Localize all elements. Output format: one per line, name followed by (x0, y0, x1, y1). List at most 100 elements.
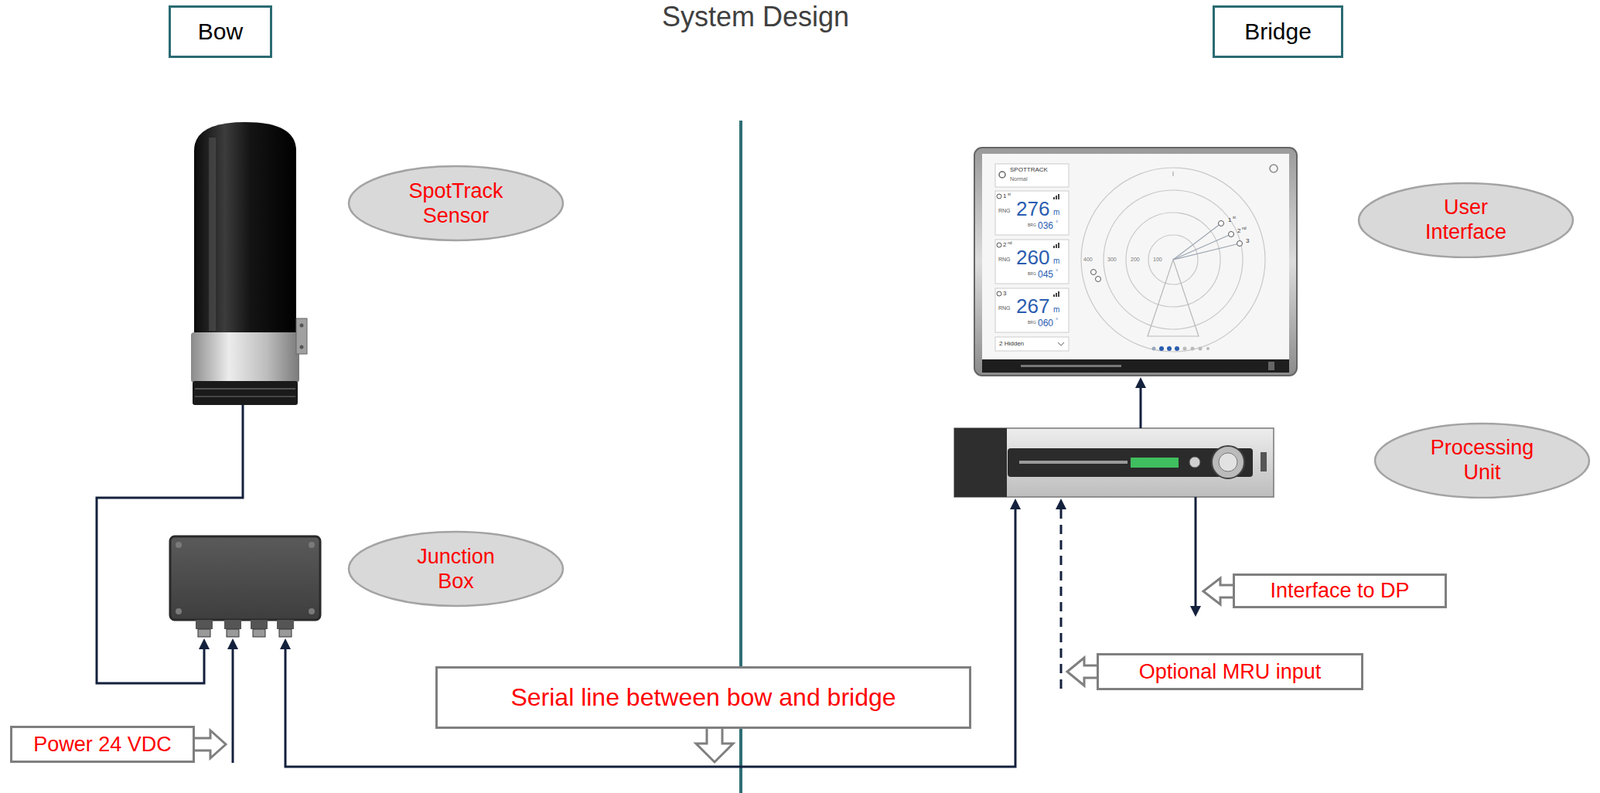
user-interface-illustration (1166, 346, 1172, 352)
ellipse-outline (347, 530, 565, 608)
screen-label: 260 (1016, 247, 1050, 268)
user-interface-illustration (999, 171, 1006, 178)
component-label: Power 24 VDC (33, 732, 172, 758)
wiring (1194, 497, 1198, 608)
sensor-illustration (191, 122, 308, 406)
sensor-illustration (300, 324, 304, 328)
node-text-group: Optional MRU input (1139, 659, 1322, 685)
junction-box-illustration (308, 542, 315, 549)
processing-unit-illustration (954, 428, 1007, 498)
junction-box-illustration (308, 608, 315, 615)
user-interface-illustration (1057, 291, 1060, 297)
node-text-group: Junction Box (398, 544, 515, 595)
sensor-illustration (300, 345, 304, 350)
arrowheads (1009, 498, 1021, 510)
user-interface-illustration (1091, 269, 1097, 276)
user-interface-illustration (996, 194, 1002, 199)
screen-label: 200 (1130, 256, 1140, 263)
screen-label: 100 (1153, 256, 1163, 263)
processing-unit-illustration (1218, 453, 1238, 472)
screen-label: ° (1055, 269, 1058, 276)
screen-label: BRG (1027, 223, 1037, 228)
screen-label: m (1053, 257, 1060, 266)
component-label: Processing Unit (1424, 435, 1541, 486)
wiring (96, 386, 1196, 768)
callout-pointers (1203, 578, 1235, 605)
user-interface-illustration (1159, 346, 1164, 352)
user-interface-illustration (1174, 346, 1180, 352)
node-text-group: Power 24 VDC (33, 732, 172, 758)
component-label: Interface to DP (1269, 578, 1409, 604)
user-interface-illustration (1057, 194, 1060, 200)
screen-label: m (1053, 306, 1060, 314)
user-interface-illustration (974, 147, 1297, 376)
user-interface-illustration (996, 242, 1002, 248)
screen-label: st (1007, 192, 1011, 197)
screen-label: ° (1055, 220, 1058, 227)
user-interface-illustration (982, 153, 1290, 360)
screen-label: 2 (1237, 228, 1241, 235)
junction-box-illustration (224, 620, 242, 630)
screen-label: 276 (1016, 198, 1050, 219)
screen-label: 3 (1002, 290, 1007, 297)
screen-label: RNG (998, 305, 1011, 311)
wiring (96, 405, 243, 684)
user-interface-illustration (1053, 194, 1060, 297)
user-interface-illustration (1173, 171, 1174, 177)
arrowheads (1055, 498, 1067, 510)
screen-label: st (1232, 215, 1236, 220)
sensor-illustration (192, 381, 298, 406)
sensor-illustration (296, 318, 308, 355)
user-interface-illustration (995, 163, 1069, 188)
component-label: User Interface (1408, 194, 1525, 246)
screen-label: 060 (1037, 318, 1054, 328)
component-ellipse: Processing Unit (1373, 422, 1591, 500)
user-interface-illustration (1095, 276, 1102, 283)
node-text-group: Bridge (1244, 17, 1312, 46)
region-title: Bow (197, 17, 243, 46)
user-interface-illustration (1198, 347, 1203, 352)
callout-box: Interface to DP (1232, 573, 1447, 608)
screen-label: 3 (1245, 238, 1249, 245)
screen-label: SPOTTRACK (1009, 167, 1048, 174)
screen-label: 045 (1037, 269, 1054, 280)
ellipse-outline (348, 532, 563, 607)
wiring (231, 648, 235, 764)
node-text-group: Bow (197, 17, 243, 46)
ellipse-outline (347, 164, 565, 243)
processing-unit-illustration (954, 428, 1274, 498)
screen-label: m (1053, 208, 1060, 217)
arrowheads (227, 638, 239, 650)
ellipse-outline (348, 166, 563, 241)
processing-unit-illustration (1260, 452, 1267, 472)
screen-label: 1 (1002, 193, 1007, 200)
junction-box-illustration (170, 536, 321, 621)
screen-label: 1 (1228, 217, 1232, 224)
user-interface-illustration (1055, 244, 1058, 249)
user-interface-illustration (1268, 361, 1275, 371)
component-label: Serial line between bow and bridge (510, 682, 896, 713)
user-interface-illustration (1103, 190, 1243, 330)
processing-unit-illustration (954, 428, 1274, 498)
user-interface-illustration (995, 191, 1069, 236)
user-interface-illustration (1269, 164, 1278, 173)
junction-box-illustration (250, 620, 268, 630)
user-interface-illustration (1206, 347, 1210, 351)
user-interface-illustration (996, 291, 1002, 297)
user-interface-illustration (1237, 241, 1243, 247)
processing-unit-illustration (1211, 446, 1245, 479)
arrowheads (279, 638, 291, 650)
ellipse-outline (1358, 183, 1573, 258)
user-interface-illustration (1055, 195, 1058, 200)
component-ellipse: User Interface (1357, 181, 1575, 260)
processing-unit-illustration (1019, 460, 1128, 464)
node-text-group: Interface to DP (1269, 578, 1409, 604)
screen-label: nd (1007, 241, 1013, 246)
callout-pointers (1067, 658, 1099, 686)
wiring (1060, 508, 1063, 690)
user-interface-illustration (1218, 221, 1225, 227)
user-interface-illustration (1183, 347, 1188, 352)
component-label: SpotTrack Sensor (398, 178, 515, 229)
ellipse-outline (1373, 422, 1591, 500)
screen-label: ° (1055, 317, 1058, 325)
